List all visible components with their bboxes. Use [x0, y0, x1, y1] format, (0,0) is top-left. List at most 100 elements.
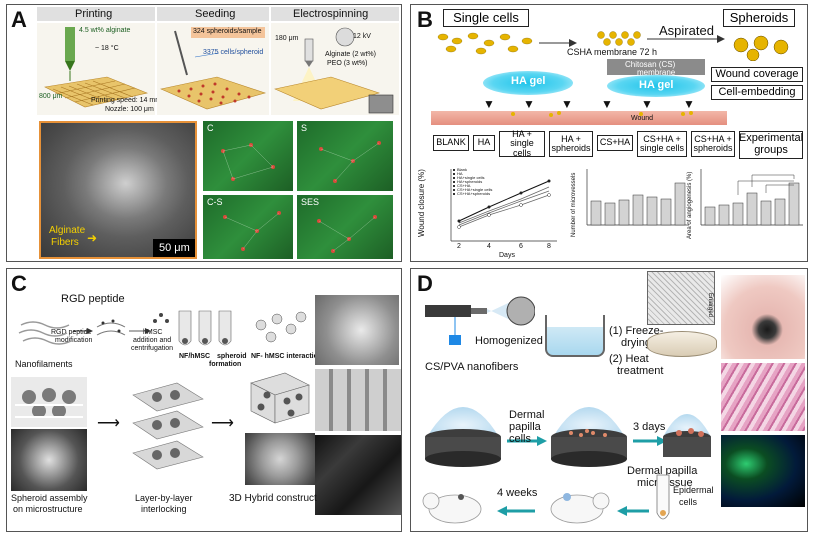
heat-label-2: treatment — [617, 365, 664, 377]
group-box-csha: CS+HA — [597, 135, 633, 151]
chart1-xlabel: Days — [499, 252, 515, 259]
epidermal-label-2: cells — [679, 497, 698, 507]
chart1-legend-2: HA+single cells — [457, 175, 485, 180]
assembly-label-1: Spheroid assembly — [11, 493, 88, 503]
chart1-legend-4: CS+HA — [457, 183, 471, 188]
micrograph-c-label: C — [207, 123, 214, 133]
speed-label: Printing speed: 14 mm/s — [91, 97, 167, 104]
arrow-right-icon: ⟶ — [211, 415, 234, 432]
enlarged-label: Enlarged — [707, 293, 713, 318]
down-arrow-icon: ▼ — [483, 97, 495, 111]
down-arrow-icon: ▼ — [523, 97, 535, 111]
micrograph-ses — [297, 195, 393, 259]
ha-gel-shape-1 — [483, 71, 573, 95]
tem-image-top — [315, 295, 399, 365]
down-arrow-icon: ▼ — [683, 97, 695, 111]
gap-label: 180 μm — [275, 35, 299, 42]
group-box-ha: HA — [473, 135, 495, 151]
fiber-image — [315, 435, 401, 515]
group-box-blank: BLANK — [433, 135, 469, 151]
scaffold-disk — [647, 331, 717, 357]
sem-image — [39, 121, 197, 259]
nozzle-label: Nozzle: 100 μm — [105, 106, 154, 113]
seeding-illustration — [157, 23, 269, 115]
spheroid-array-photo — [315, 369, 401, 431]
spheroid-assembly-photo — [11, 429, 87, 491]
tube-label-1: NF/hMSC — [179, 353, 211, 360]
solution-alginate-label: Alginate (2 wt%) — [325, 51, 376, 58]
freeze-label-2: drying — [621, 337, 651, 349]
micrograph-s — [297, 121, 393, 191]
spheroids-count-label: 324 spheroids/sample — [193, 28, 262, 35]
sem-label-fibers: Fibers — [51, 237, 79, 248]
rgd-peptide-label: RGD peptide — [61, 293, 125, 305]
chart1-legend-5: CS+HA+single cells — [457, 187, 493, 192]
micrograph-s-label: S — [301, 123, 308, 133]
freeze-label-1: (1) Freeze- — [609, 325, 664, 337]
nanofilament-workflow — [18, 310, 307, 346]
three-days-label: 3 days — [633, 421, 666, 433]
microstructure-lattice — [11, 377, 87, 427]
scale-bar-label: 50 μm — [159, 242, 190, 254]
chart1-xtick-2: 6 — [519, 243, 523, 250]
interaction-label: NF- hMSC interaction — [251, 353, 323, 360]
fluorescence-image — [721, 435, 805, 507]
heat-label-1: (2) Heat — [609, 353, 649, 365]
panel-b-letter: B — [417, 7, 433, 32]
electrospinning-title: Electrospinning — [293, 8, 369, 20]
panel-d: D Enlarged Homogenized (1) Freeze- dryin… — [410, 268, 808, 532]
hybrid-construct-illustration — [250, 372, 310, 424]
papilla-cells-label-2: papilla — [509, 421, 541, 433]
aspirated-label: Aspirated — [659, 23, 714, 38]
panel-c-letter: C — [11, 271, 27, 296]
histology-he — [721, 363, 805, 431]
group-box-ha-spheroids: HA + spheroids — [549, 131, 593, 157]
wound-coverage-box: Wound coverage — [711, 67, 803, 82]
chart1-legend-1: HA — [457, 171, 463, 176]
chart1-ylabel: Wound closure (%) — [417, 169, 426, 237]
chart1-xtick-3: 8 — [547, 243, 551, 250]
tube-label-3: formation — [209, 361, 242, 368]
temperature-label: ~ 18 °C — [95, 45, 119, 52]
cell-flow-illustration — [437, 31, 789, 61]
rgd-modification-label-2: modification — [55, 337, 93, 344]
dimension-label: 800 μm — [39, 93, 63, 100]
cell-embedding-box: Cell-embedding — [711, 85, 803, 100]
chart1-legend-6: CS+HA+spheroids — [457, 191, 491, 196]
spheroids-count-badge — [191, 27, 265, 38]
sem-label-alginate: Alginate — [49, 225, 86, 236]
experimental-groups-box: Experimental groups — [739, 131, 803, 159]
skin-strip — [431, 111, 727, 125]
layer-interlocking-illustration — [132, 382, 204, 470]
panel-a-letter: A — [11, 7, 27, 32]
epidermal-label-1: Epidermal — [673, 485, 714, 495]
assembly-label-2: on microstructure — [13, 504, 83, 514]
hybrid-construct-photo — [245, 433, 315, 485]
panel-d-letter: D — [417, 271, 433, 296]
mouse-photo — [721, 275, 805, 359]
arrow-icon: ➜ — [87, 231, 98, 245]
panel-c: C RGD peptide RGD peptide modification h… — [6, 268, 402, 532]
skin-dots — [511, 111, 693, 117]
cells-per-spheroid-label: 3375 cells/spheroid — [203, 49, 264, 56]
tube-label-2: spheroid — [217, 353, 247, 360]
group-box-csha-spheroids: CS+HA + spheroids — [691, 131, 735, 157]
rgd-modification-label-1: RGD peptide — [51, 329, 92, 336]
hmsc-label-1: hMSC — [143, 329, 163, 336]
chart1-legend-0: Blank — [457, 167, 468, 172]
micrograph-c — [203, 121, 293, 191]
panel-a: A Printing Seeding Electrospinning 4.5 w… — [6, 4, 402, 262]
chart1-xtick-1: 4 — [487, 243, 491, 250]
seeding-title: Seeding — [195, 8, 236, 20]
printing-illustration — [37, 23, 155, 115]
beaker — [545, 315, 605, 357]
micrograph-cells-overlay — [221, 141, 381, 253]
voltage-label: 12 kV — [353, 33, 371, 40]
hmsc-label-3: centrifugation — [131, 345, 174, 352]
single-cells-box: Single cells — [443, 9, 529, 27]
hmsc-label-2: addition and — [133, 337, 172, 344]
four-weeks-label: 4 weeks — [497, 487, 538, 499]
micrograph-c-s-label: C-S — [207, 197, 223, 207]
down-arrow-icon: ▼ — [561, 97, 573, 111]
chart1-legend-3: HA+spheroids — [457, 179, 483, 184]
